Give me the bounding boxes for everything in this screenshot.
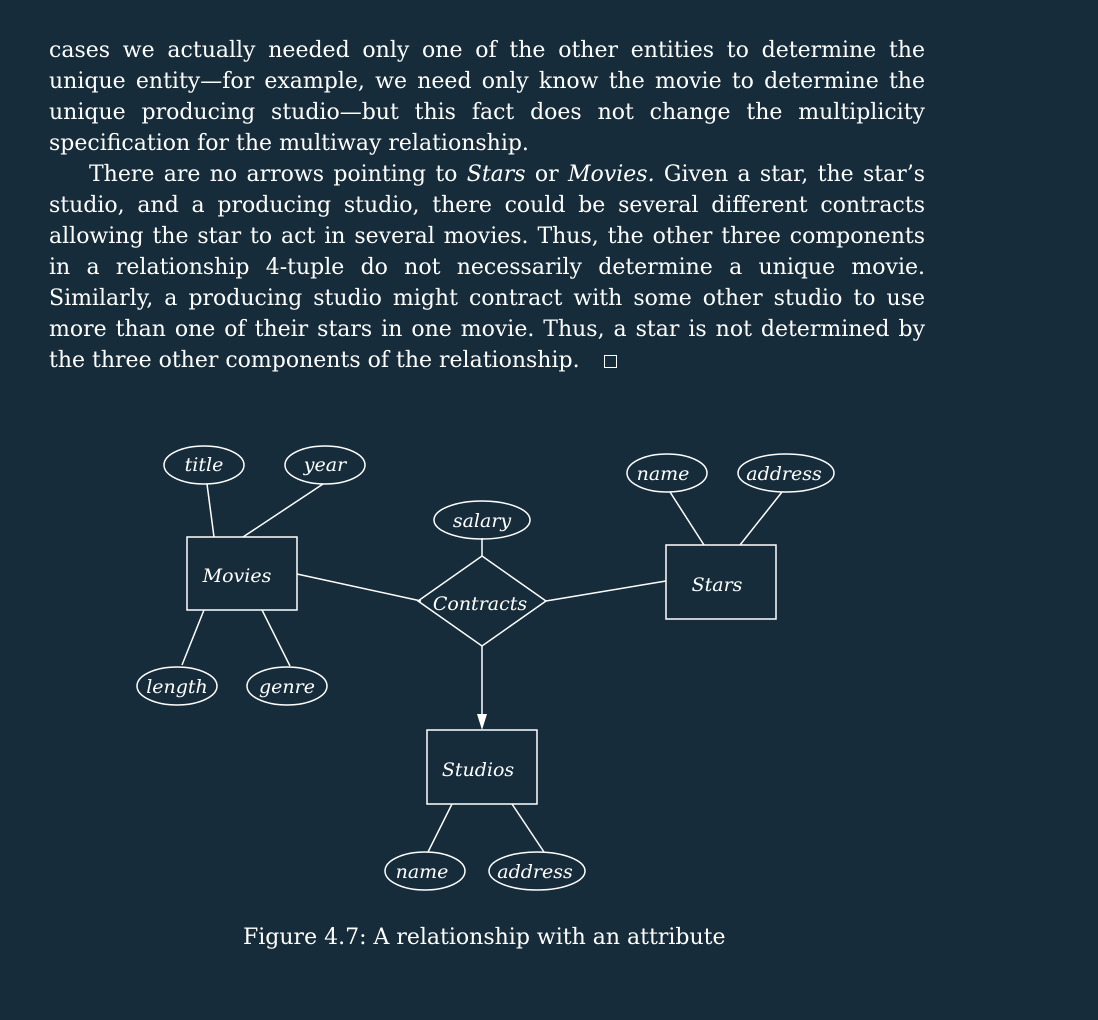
attribute-year-ellipse <box>284 445 366 485</box>
edge-movies-length <box>181 609 205 666</box>
attribute-salary-ellipse <box>433 500 531 540</box>
attribute-title-ellipse <box>163 445 245 485</box>
body-text: cases we actually needed only one of the… <box>49 35 925 376</box>
label-title: title <box>185 454 224 476</box>
label-studios-address: address <box>497 861 573 883</box>
attribute-genre-ellipse <box>246 666 328 706</box>
attribute-stars-name-ellipse <box>626 453 708 493</box>
edge-title-movies <box>206 483 215 538</box>
paragraph-2: There are no arrows pointing to Stars or… <box>49 159 925 376</box>
paragraph-2-part-1: There are no arrows pointing to <box>89 162 467 187</box>
label-movies: Movies <box>202 565 272 587</box>
paragraph-2-part-3: Given a star, the star’s studio, and a p… <box>49 162 926 373</box>
edge-name-stars <box>669 491 705 546</box>
edge-movies-contracts <box>296 573 422 602</box>
attribute-stars-address-ellipse <box>737 453 835 493</box>
label-studios: Studios <box>442 759 515 781</box>
edge-movies-genre <box>261 609 291 667</box>
paragraph-2-part-2: or <box>525 162 569 187</box>
label-salary: salary <box>453 510 512 532</box>
attribute-studios-address-ellipse <box>488 851 586 891</box>
arrowhead-to-studios-icon <box>477 714 487 730</box>
edge-year-movies <box>242 483 324 538</box>
label-stars-name: name <box>637 463 690 485</box>
attribute-studios-name-ellipse <box>384 851 466 891</box>
attribute-length-ellipse <box>136 666 218 706</box>
relationship-contracts-diamond <box>416 555 548 647</box>
entity-stars-box <box>665 544 777 620</box>
end-of-proof-icon <box>603 355 617 368</box>
edge-address-stars <box>739 491 783 546</box>
label-length: length <box>146 676 208 698</box>
label-studios-name: name <box>396 861 449 883</box>
stars-term: Stars <box>466 162 526 187</box>
entity-movies-box <box>186 536 298 611</box>
label-genre: genre <box>259 676 315 698</box>
edge-studios-address <box>511 803 545 853</box>
edge-contracts-stars <box>545 580 667 602</box>
label-stars: Stars <box>692 574 743 596</box>
label-stars-address: address <box>746 463 822 485</box>
label-year: year <box>303 454 348 476</box>
label-contracts: Contracts <box>433 593 528 615</box>
paragraph-1: cases we actually needed only one of the… <box>49 38 925 156</box>
edge-studios-name <box>427 803 453 853</box>
movies-term: Movies. <box>568 162 655 187</box>
figure-caption: Figure 4.7: A relationship with an attri… <box>243 925 726 950</box>
